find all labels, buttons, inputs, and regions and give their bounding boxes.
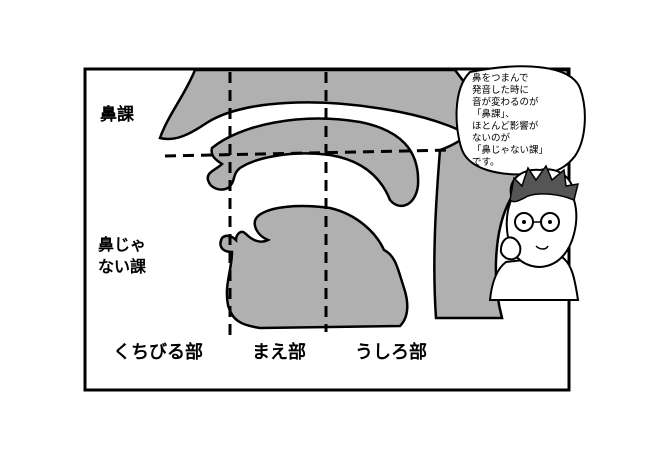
speech-line: ほとんど影響が	[472, 121, 539, 132]
non-nasal-label-line1: 鼻じゃ	[98, 235, 147, 254]
speech-line: 音が変わるのが	[472, 97, 539, 108]
non-nasal-label-line2: ない課	[98, 257, 147, 276]
nasal-label: 鼻課	[100, 105, 134, 125]
speech-bubble	[455, 65, 586, 189]
speech-line: 「鼻じゃない課」	[472, 145, 549, 156]
nasal-cavity	[158, 68, 482, 143]
tongue-jaw	[219, 204, 409, 330]
speech-line: 発音した時に	[472, 85, 530, 96]
speech-line: ないのが	[472, 133, 511, 144]
non-nasal-label: 鼻じゃ ない課	[98, 234, 146, 278]
presenter-character	[488, 164, 580, 301]
speech-line: 鼻をつまんで	[472, 73, 529, 84]
speech-line: です。	[472, 157, 500, 168]
front-region-label: まえ部	[252, 342, 306, 363]
divider-horizontal	[164, 148, 453, 158]
speech-bubble-text: 鼻をつまんで 発音した時に 音が変わるのが 「鼻課」、 ほとんど影響が ないのが…	[472, 73, 572, 169]
lips-region-label: くちびる部	[113, 342, 203, 363]
back-region-label: うしろ部	[355, 342, 427, 363]
speech-line: 「鼻課」、	[472, 109, 515, 120]
upper-palate	[206, 117, 420, 208]
